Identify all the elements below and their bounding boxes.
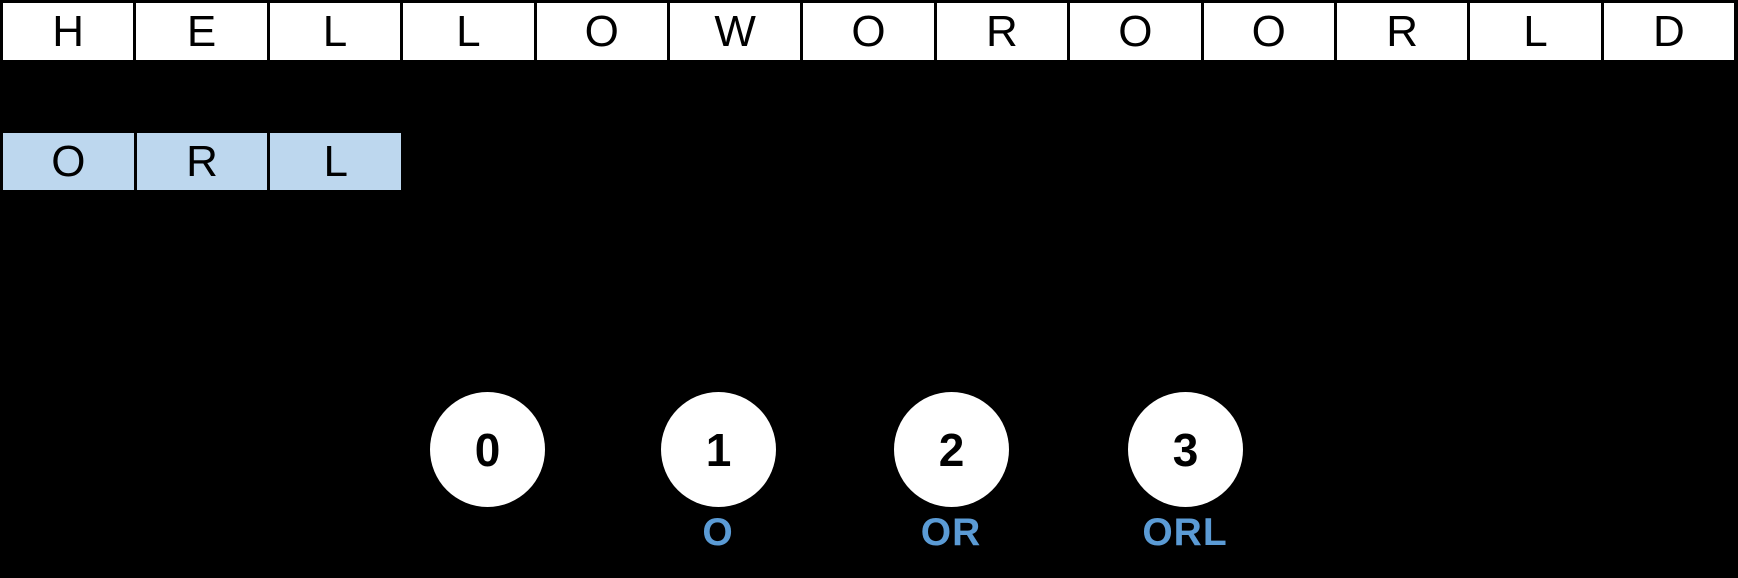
state-number: 1 [705,423,732,476]
pattern-cell: L [267,133,402,190]
text-cell: W [666,3,801,60]
text-cell: O [800,3,934,60]
text-cell: O [1200,3,1334,60]
state-number: 0 [474,423,501,476]
state-node-3: 3 [1128,392,1243,507]
text-cell: L [1467,3,1601,60]
text-cell: E [133,3,267,60]
text-cell: H [3,3,134,60]
text-cell: L [400,3,534,60]
pattern-cell: O [3,133,134,190]
state-node-1: 1 [661,392,776,507]
text-cell: O [533,3,667,60]
state-number: 2 [938,423,965,476]
text-cell: L [266,3,401,60]
text-cell: R [933,3,1068,60]
text-cell: O [1067,3,1201,60]
state-node-2: 2 [894,392,1009,507]
text-string-row: H E L L O W O R O O R L D [0,0,1737,63]
state-number: 3 [1172,423,1199,476]
pattern-cell: R [133,133,268,190]
pattern-row: O R L [0,130,404,193]
state-prefix-label-1: O [702,511,734,554]
text-cell: D [1600,3,1735,60]
text-cell: R [1333,3,1468,60]
state-prefix-label-2: OR [920,511,982,554]
state-node-0: 0 [430,392,545,507]
state-prefix-label-3: ORL [1142,511,1228,554]
